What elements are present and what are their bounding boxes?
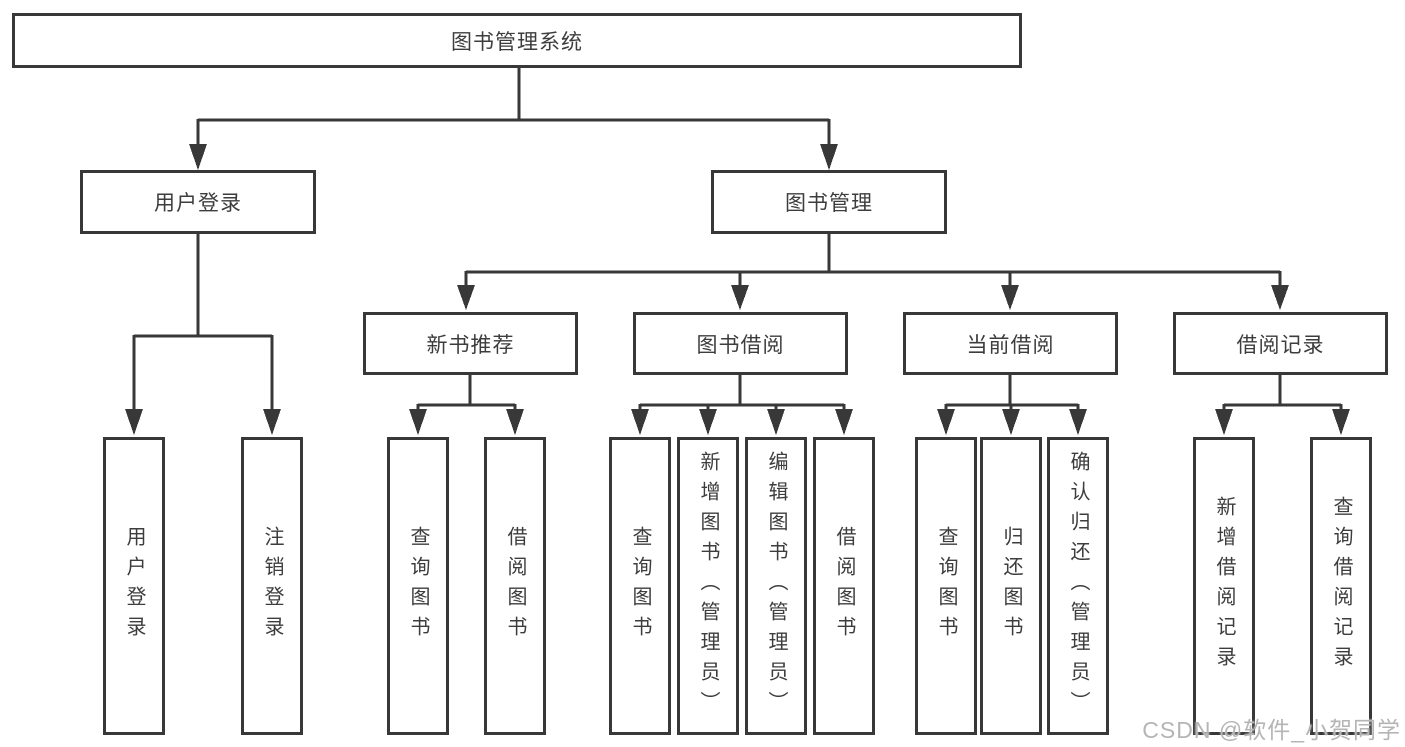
leaf-return-books: 归还图书 [980, 437, 1042, 735]
node-book-borrowing: 图书借阅 [633, 312, 848, 375]
leaf-confirm-return-admin: 确认归还（管理员） [1047, 437, 1109, 735]
node-current-borrowing-label: 当前借阅 [966, 333, 1055, 357]
node-library-system-label: 图书管理系统 [451, 30, 583, 54]
leaf-logout: 注销登录 [241, 437, 303, 735]
leaf-query-books-borrowing-label: 查询图书 [629, 526, 651, 646]
node-new-book-recommend-label: 新书推荐 [426, 333, 515, 357]
node-current-borrowing: 当前借阅 [903, 312, 1118, 375]
leaf-return-books-label: 归还图书 [1000, 526, 1022, 646]
node-user-login: 用户登录 [80, 170, 316, 234]
leaf-query-books-recommend-label: 查询图书 [407, 526, 429, 646]
leaf-edit-books-admin: 编辑图书（管理员） [745, 437, 807, 735]
leaf-add-borrow-record-label: 新增借阅记录 [1213, 496, 1235, 676]
leaf-query-books-borrowing: 查询图书 [609, 437, 671, 735]
node-library-system: 图书管理系统 [12, 13, 1022, 68]
leaf-add-books-admin-label: 新增图书（管理员） [697, 451, 719, 721]
leaf-add-borrow-record: 新增借阅记录 [1193, 437, 1255, 735]
leaf-borrow-books-recommend: 借阅图书 [484, 437, 546, 735]
node-book-borrowing-label: 图书借阅 [696, 333, 785, 357]
leaf-query-borrow-record: 查询借阅记录 [1310, 437, 1372, 735]
leaf-user-login-label: 用户登录 [123, 526, 145, 646]
node-user-login-label: 用户登录 [154, 192, 242, 215]
leaf-borrow-books-borrowing-label: 借阅图书 [833, 526, 855, 646]
leaf-query-books-current-label: 查询图书 [935, 526, 957, 646]
leaf-borrow-books-borrowing: 借阅图书 [813, 437, 875, 735]
node-borrowing-records-label: 借阅记录 [1236, 333, 1325, 357]
arrowheads [125, 144, 1350, 435]
leaf-confirm-return-admin-label: 确认归还（管理员） [1067, 451, 1089, 721]
node-borrowing-records: 借阅记录 [1173, 312, 1388, 375]
leaf-query-books-current: 查询图书 [915, 437, 977, 735]
leaf-query-borrow-record-label: 查询借阅记录 [1330, 496, 1352, 676]
leaf-query-books-recommend: 查询图书 [387, 437, 449, 735]
leaf-user-login: 用户登录 [103, 437, 165, 735]
node-new-book-recommend: 新书推荐 [363, 312, 578, 375]
leaf-logout-label: 注销登录 [261, 526, 283, 646]
leaf-add-books-admin: 新增图书（管理员） [677, 437, 739, 735]
node-book-management: 图书管理 [711, 170, 947, 234]
node-book-management-label: 图书管理 [785, 192, 873, 215]
leaf-borrow-books-recommend-label: 借阅图书 [504, 526, 526, 646]
leaf-edit-books-admin-label: 编辑图书（管理员） [765, 451, 787, 721]
csdn-watermark: CSDN @软件_小贺同学 [1142, 717, 1401, 743]
